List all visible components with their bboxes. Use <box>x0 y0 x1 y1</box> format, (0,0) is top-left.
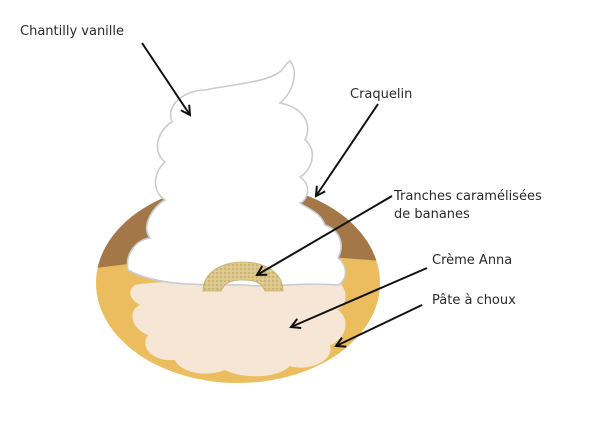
creme-anna-filling <box>130 280 346 377</box>
label-creme: Crème Anna <box>432 253 512 268</box>
arrow-chantilly <box>141 42 190 115</box>
label-craquelin: Craquelin <box>350 87 412 102</box>
arrow-craquelin <box>316 103 379 196</box>
label-pate: Pâte à choux <box>432 293 516 308</box>
arrow-pate <box>336 304 423 346</box>
label-chantilly: Chantilly vanille <box>20 24 124 39</box>
label-tranches-line2: de bananes <box>394 207 470 222</box>
arrow-creme <box>291 267 428 327</box>
label-tranches-line1: Tranches caramélisées <box>393 189 542 204</box>
chantilly-vanille-cream <box>126 60 347 287</box>
arrow-tranches <box>257 195 393 275</box>
